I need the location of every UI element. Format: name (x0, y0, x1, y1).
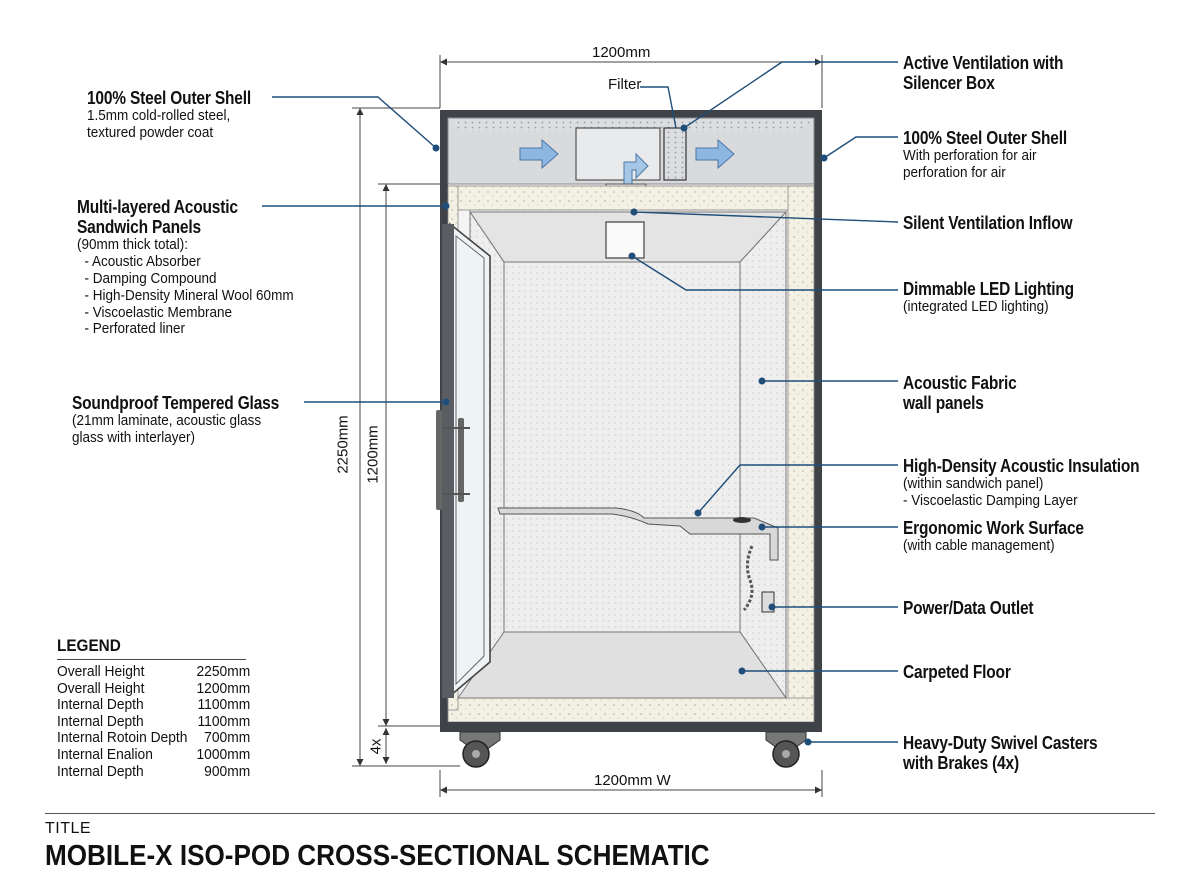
callout-title-2: Sandwich Panels (77, 217, 201, 238)
legend-value: 1200mm (196, 679, 251, 697)
legend-title: LEGEND (57, 636, 246, 660)
legend: LEGEND Overall Height 2250mm Overall Heig… (57, 636, 267, 780)
title-block: TITLE MOBILE-X ISO-POD CROSS-SECTIONAL S… (45, 813, 1155, 873)
legend-label: Internal Rotoin Depth (57, 729, 188, 747)
callout-sandwich-panels: Multi-layered Acoustic Sandwich Panels (… (77, 197, 318, 338)
legend-label: Overall Height (57, 663, 145, 680)
legend-row: Internal Enalion 1000mm (57, 745, 251, 764)
dim-bottom-width: 1200mm W (594, 772, 671, 789)
callout-active-ventilation: Active Ventilation with Silencer Box (903, 53, 1089, 93)
callout-title: 100% Steel Outer Shell (87, 88, 251, 108)
callout-line: - Viscoelastic Membrane (77, 303, 233, 321)
callout-acoustic-insulation: High-Density Acoustic Insulation (within… (903, 456, 1178, 510)
callout-title: Heavy-Duty Swivel Casters (903, 733, 1098, 753)
legend-row: Internal Depth 1100mm (57, 697, 250, 714)
callout-line: (integrated LED lighting) (903, 298, 1049, 316)
legend-label: Internal Depth (57, 762, 144, 780)
callout-line: (21mm laminate, acoustic glass (72, 412, 262, 430)
legend-label: Internal Depth (57, 712, 144, 730)
dim-top-width: 1200mm (592, 44, 651, 61)
callout-title: High-Density Acoustic Insulation (903, 456, 1140, 476)
callout-title-2: Silencer Box (903, 73, 995, 94)
callout-title: Dimmable LED Lighting (903, 279, 1074, 299)
dimension-lines (352, 55, 823, 797)
legend-value: 700mm (204, 729, 251, 747)
callout-fabric-panels: Acoustic Fabric wall panels (903, 373, 1035, 413)
dim-inner-height: 1200mm (364, 425, 382, 484)
legend-value: 2250mm (196, 663, 251, 680)
base-and-casters (440, 722, 822, 768)
callout-tempered-glass: Soundproof Tempered Glass (21mm laminate… (72, 393, 313, 447)
callout-silent-ventilation: Silent Ventilation Inflow (903, 213, 1100, 233)
legend-value: 900mm (204, 762, 251, 780)
caster-left (459, 731, 501, 768)
callout-title: Active Ventilation with (903, 53, 1064, 73)
legend-value: 1100mm (197, 712, 251, 730)
legend-row: Overall Height 2250mm (57, 663, 251, 681)
callout-line: - Perforated liner (77, 320, 186, 338)
legend-label: Internal Depth (57, 696, 144, 714)
callout-title-2: with Brakes (4x) (903, 753, 1019, 774)
callout-title: Multi-layered Acoustic (77, 197, 238, 217)
callout-title: Soundproof Tempered Glass (72, 393, 280, 413)
title-caption: TITLE (45, 820, 92, 837)
legend-value: 1000mm (196, 745, 251, 763)
callout-led-lighting: Dimmable LED Lighting (integrated LED li… (903, 279, 1102, 316)
callout-title: Ergonomic Work Surface (903, 518, 1084, 538)
callout-work-surface: Ergonomic Work Surface (with cable manag… (903, 518, 1113, 555)
callout-line: glass with interlayer) (72, 428, 196, 446)
legend-row: Internal Depth 900mm (57, 762, 251, 781)
callout-line: (with cable management) (903, 537, 1055, 555)
callout-line: perforation for air (903, 163, 1006, 181)
legend-label: Overall Height (57, 679, 145, 697)
filter-label: Filter (608, 76, 642, 93)
callout-steel-shell-right: 100% Steel Outer Shell With perforation … (903, 128, 1094, 182)
callout-title-2: wall panels (903, 393, 984, 414)
dim-caster-height: 4x (367, 738, 385, 755)
callout-power-outlet: Power/Data Outlet (903, 598, 1055, 618)
callout-line: - High-Density Mineral Wool 60mm (77, 286, 294, 304)
legend-row: Overall Height 1200mm (57, 679, 251, 698)
legend-row: Internal Depth 1100mm (57, 712, 251, 731)
callout-title: Acoustic Fabric (903, 373, 1017, 393)
callout-line: - Acoustic Absorber (77, 253, 201, 271)
legend-row: Internal Rotoin Depth 700mm (57, 730, 250, 747)
callout-title: Silent Ventilation Inflow (903, 213, 1073, 233)
leader-lines (262, 61, 899, 743)
callout-casters: Heavy-Duty Swivel Casters with Brakes (4… (903, 733, 1129, 773)
callout-line: - Viscoelastic Damping Layer (903, 491, 1078, 509)
callout-line: - Damping Compound (77, 269, 217, 287)
callout-title: Power/Data Outlet (903, 598, 1034, 618)
legend-label: Internal Enalion (57, 745, 153, 763)
interior-room (457, 210, 788, 700)
glass-door (436, 222, 491, 698)
callout-carpeted-floor: Carpeted Floor (903, 662, 1028, 682)
page-title: MOBILE-X ISO-POD CROSS-SECTIONAL SCHEMAT… (45, 840, 710, 872)
callout-title: 100% Steel Outer Shell (903, 128, 1067, 148)
callout-line: (90mm thick total): (77, 236, 189, 254)
callout-line: textured powder coat (87, 123, 214, 141)
legend-value: 1100mm (197, 696, 251, 714)
callout-line: 1.5mm cold-rolled steel, (87, 107, 231, 125)
callout-line: With perforation for air (903, 147, 1037, 165)
callout-title: Carpeted Floor (903, 662, 1011, 682)
caster-right (765, 731, 807, 768)
dim-overall-height: 2250mm (334, 415, 352, 474)
callout-steel-shell-left: 100% Steel Outer Shell 1.5mm cold-rolled… (87, 88, 278, 142)
work-surface (497, 507, 779, 613)
leader-dots (432, 124, 828, 746)
callout-line: (within sandwich panel) (903, 475, 1044, 493)
